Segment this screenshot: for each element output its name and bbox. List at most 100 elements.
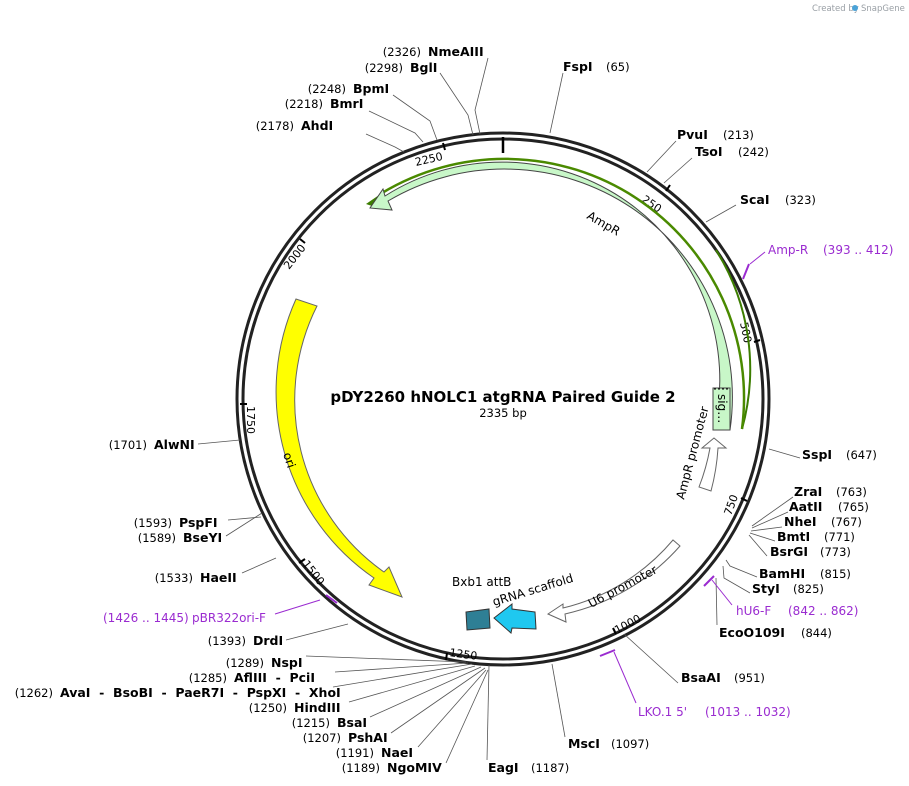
position-text: (951) (734, 671, 765, 685)
position-text: (2178) (256, 119, 294, 133)
u6-promoter-arrow (546, 539, 681, 623)
enzyme-label-bsai[interactable]: (1215)BsaI (292, 715, 367, 730)
enzyme-label-bmti[interactable]: BmtI(771) (777, 529, 855, 544)
position-text: (647) (846, 448, 877, 462)
leader-naei (417, 669, 487, 748)
leader-bsaai (623, 633, 679, 684)
enzyme-label-sspi[interactable]: SspI(647) (802, 447, 877, 462)
enzyme-label-nhei[interactable]: NheI(767) (784, 514, 862, 529)
position-text: (2326) (383, 45, 421, 59)
position-text: (1215) (292, 716, 330, 730)
leader-bmri (368, 110, 424, 143)
position-text: (1393) (208, 634, 246, 648)
position-text: (2298) (365, 61, 403, 75)
enzyme-label-alwni[interactable]: (1701)AlwNI (109, 437, 195, 452)
tick-2250 (442, 142, 446, 151)
enzyme-label-bsrgi[interactable]: BsrGI(773) (770, 544, 851, 559)
leader-pshai (390, 667, 486, 734)
enzyme-label-hindiii[interactable]: (1250)HindIII (249, 700, 341, 715)
ampr-arrow (369, 161, 733, 431)
leader-nmeaiii (474, 57, 489, 135)
position-text: (2248) (308, 82, 346, 96)
enzyme-label-eagi[interactable]: EagI(1187) (488, 760, 569, 775)
leader-bsrgi (748, 534, 768, 557)
feature-ampr[interactable]: AmpR sig… (366, 157, 752, 431)
name-text: EagI (488, 760, 519, 775)
position-text: (767) (831, 515, 862, 529)
position-text: (1250) (249, 701, 287, 715)
leader-afliii (334, 662, 469, 673)
enzyme-label-nspi[interactable]: (1289)NspI (226, 655, 303, 670)
backbone (235, 131, 771, 667)
enzyme-label-aatii[interactable]: AatII(765) (789, 499, 869, 514)
leader-ahdi (365, 133, 405, 153)
snapgene-logo-icon (852, 5, 858, 11)
position-text: (1262) (15, 686, 53, 700)
enzyme-label-ahdi[interactable]: (2178)AhdI (256, 118, 333, 133)
enzyme-label-pvui[interactable]: PvuI(213) (677, 127, 754, 142)
credit-prefix: Created by (812, 4, 859, 14)
leader-fspi (549, 72, 564, 134)
enzyme-label-ngomiv[interactable]: (1189) NgoMIV (342, 760, 442, 775)
enzyme-label-scai[interactable]: ScaI(323) (740, 192, 816, 207)
enzyme-label-bgli[interactable]: (2298)BglI (365, 60, 438, 75)
enzyme-label-msci[interactable]: MscI(1097) (568, 736, 649, 751)
position-text: (1589) (138, 531, 176, 545)
position-text: (844) (801, 626, 832, 640)
tick-label-500: 500 (737, 321, 754, 344)
enzyme-label-zrai[interactable]: ZraI(763) (794, 484, 867, 499)
primer-mark-amp-r (742, 263, 750, 280)
enzyme-label-drdi[interactable]: (1393)DrdI (208, 633, 283, 648)
enzyme-label-pspfi[interactable]: (1593)PspFI (134, 515, 218, 530)
leader-zrai (751, 496, 794, 527)
leader-eagi (486, 664, 490, 761)
enzyme-label-bmri[interactable]: (2218)BmrI (285, 96, 364, 111)
enzyme-label-bpmi[interactable]: (2248)BpmI (308, 81, 389, 96)
position-text: (242) (738, 145, 769, 159)
enzyme-label-afliii-pcii[interactable]: (1285)AflIII - PciI (189, 670, 315, 685)
leader-alwni (197, 439, 241, 445)
name-text: LKO.1 5' (638, 705, 687, 719)
enzyme-label-haeii[interactable]: (1533)HaeII (155, 570, 237, 585)
leader-hindiii (348, 665, 476, 703)
name-text: NspI (271, 655, 303, 670)
enzyme-label-bsaai[interactable]: BsaAI(951) (681, 670, 765, 685)
name-text: AvaI - BsoBI - PaeR7I - PspXI - XhoI (60, 685, 341, 700)
name-text: PspFI (179, 515, 218, 530)
leader-aatii (751, 511, 789, 529)
enzyme-label-bamhi[interactable]: BamHI(815) (759, 566, 851, 581)
position-text: (825) (793, 582, 824, 596)
enzyme-label-bseyi[interactable]: (1589) BseYI (138, 530, 222, 545)
primer-label-pbr322ori-f[interactable]: (1426 .. 1445)pBR322ori-F (103, 611, 266, 625)
leader-ngomiv (445, 669, 489, 764)
bxb1-attb-label: Bxb1 attB (452, 575, 511, 589)
primer-mark-pbr322ori-f (325, 594, 338, 604)
position-text: (1189) (342, 761, 380, 775)
primer-label-lko[interactable]: LKO.1 5'(1013 .. 1032) (638, 705, 791, 719)
name-text: BsrGI (770, 544, 808, 559)
enzyme-label-tsoi[interactable]: TsoI(242) (695, 144, 769, 159)
primer-label-amp-r[interactable]: Amp-R(393 .. 412) (768, 243, 893, 257)
feature-bxb1-attb[interactable]: Bxb1 attB (452, 575, 511, 631)
primer-mark-lko (599, 649, 616, 657)
enzyme-label-fspi[interactable]: FspI(65) (563, 59, 630, 74)
feature-ori[interactable]: ori (275, 298, 403, 598)
name-text: NgoMIV (387, 760, 442, 775)
position-text: (771) (824, 530, 855, 544)
enzyme-label-ecoo109i[interactable]: EcoO109I(844) (719, 625, 832, 640)
primer-leader-lko (613, 651, 637, 704)
primer-label-hu6-f[interactable]: hU6-F(842 .. 862) (736, 604, 858, 618)
name-text: BseYI (183, 530, 222, 545)
position-text: (393 .. 412) (823, 243, 893, 257)
enzyme-label-styi[interactable]: StyI(825) (752, 581, 824, 596)
leader-bpmi (392, 94, 438, 141)
plasmid-title-block: pDY2260 hNOLC1 atgRNA Paired Guide 2 233… (330, 388, 675, 420)
enzyme-label-pshai[interactable]: (1207)PshAI (303, 730, 388, 745)
enzyme-label-avai-group[interactable]: (1262) AvaI - BsoBI - PaeR7I - PspXI - Xh… (15, 685, 341, 700)
enzyme-label-nmeaiii[interactable]: (2326)NmeAIII (383, 44, 484, 59)
leader-nhei (750, 526, 783, 532)
name-text: BmrI (330, 96, 363, 111)
enzyme-label-naei[interactable]: (1191)NaeI (336, 745, 413, 760)
bxb1-attb-box (465, 608, 491, 631)
